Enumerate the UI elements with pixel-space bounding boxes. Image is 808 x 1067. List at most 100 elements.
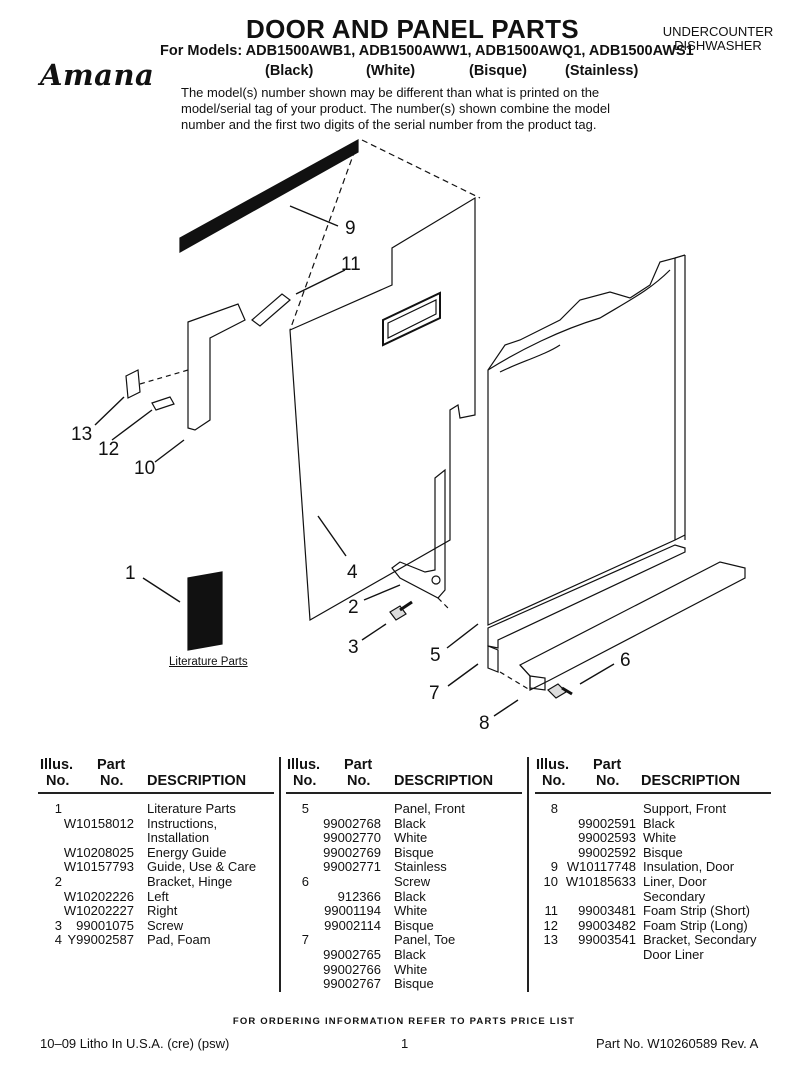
part-description: Left [147, 888, 169, 904]
category-line-1: UNDERCOUNTER [662, 24, 774, 39]
table-row: 5 Panel, Front [287, 801, 523, 817]
part-number: 99001194 [324, 903, 381, 919]
illus-number: 3 [54, 917, 62, 933]
illus-number: 2 [54, 874, 62, 889]
foam-strip-long-part [151, 396, 175, 411]
brand-logo: Amana [40, 58, 155, 92]
part-description: Liner, Door [643, 874, 707, 889]
illus-number: 1 [54, 801, 62, 816]
table-row: W10158012 Instructions, [40, 815, 276, 832]
part-description: Bracket, Hinge [147, 874, 233, 889]
callout-11: 11 [341, 254, 361, 275]
literature-parts-booklet [187, 571, 223, 651]
callout-10: 10 [134, 458, 156, 479]
illus-number: 11 [544, 903, 559, 919]
callout-6: 6 [620, 650, 631, 671]
door-insulation-part [179, 138, 359, 254]
callout-3: 3 [348, 637, 359, 658]
table-row: Door Liner [536, 947, 772, 963]
table-row: 99002769 Bisque [287, 844, 523, 861]
illus-number: 5 [301, 801, 309, 816]
toe-panel-part [487, 544, 686, 673]
part-number: W10185633 [565, 874, 636, 889]
part-description: White [394, 903, 428, 919]
illus-number: 12 [543, 917, 558, 933]
secondary-door-liner-part [289, 196, 476, 621]
callout-1: 1 [125, 563, 136, 584]
callout-9: 9 [345, 218, 356, 239]
callout-7: 7 [429, 683, 440, 704]
part-description: Black [394, 947, 426, 962]
part-number: 99002765 [323, 947, 381, 962]
part-number: 99002768 [323, 815, 381, 831]
illus-number: 6 [301, 874, 309, 889]
part-description: Bisque [643, 844, 683, 860]
table-rule-col2 [286, 792, 522, 794]
callout-5: 5 [430, 645, 441, 666]
illus-number: 8 [550, 801, 558, 816]
illus-number: 4 [54, 932, 62, 948]
table-row: 10 W10185633 Liner, Door [536, 874, 772, 890]
part-number: W10158012 [63, 815, 134, 831]
table-row: 99001194 White [287, 904, 523, 919]
secondary-bracket-part [125, 303, 246, 431]
illus-number: 7 [301, 932, 309, 948]
part-number: 99003541 [578, 932, 636, 948]
part-number: 99003481 [578, 903, 636, 919]
litho-info: 10–09 Litho In U.S.A. (cre) (psw) [40, 1036, 230, 1051]
part-description: Energy Guide [147, 844, 227, 860]
table-row: Secondary [536, 889, 772, 905]
intro-paragraph: The model(s) number shown may be differe… [181, 85, 610, 132]
toe-panel-screw-part [547, 683, 573, 699]
document-part-number: Part No. W10260589 Rev. A [596, 1036, 759, 1051]
part-description: Bracket, Secondary [643, 932, 757, 948]
part-description: Screw [147, 917, 184, 933]
table-divider-2 [527, 757, 529, 992]
part-description: Instructions, [147, 815, 218, 831]
part-description: White [643, 830, 677, 846]
illus-number: 10 [543, 874, 558, 889]
literature-parts-label: Literature Parts [169, 656, 248, 668]
part-description: Insulation, Door [643, 859, 735, 875]
part-number: 99002592 [578, 844, 636, 860]
part-number: 99002769 [323, 844, 381, 860]
part-number: 99002770 [323, 830, 381, 846]
front-panel-part [487, 254, 686, 626]
exploded-parts-diagram [94, 138, 746, 717]
part-number: 99002766 [323, 961, 381, 977]
part-number: 912366 [337, 888, 381, 904]
part-number: W10208025 [63, 844, 134, 860]
ordering-note: FOR ORDERING INFORMATION REFER TO PARTS … [232, 1016, 576, 1027]
table-rule-col1 [38, 792, 274, 794]
table-row: W10208025 Energy Guide [40, 844, 276, 861]
part-description: Pad, Foam [147, 932, 211, 948]
color-label-black: (Black) [265, 63, 314, 79]
callout-2: 2 [348, 597, 359, 618]
front-support-part [519, 561, 746, 691]
part-description: Bisque [394, 844, 434, 860]
part-number: 99003482 [578, 917, 636, 933]
category-line-2: DISHWASHER [674, 38, 762, 53]
hinge-bracket-part [391, 468, 446, 599]
part-description: Stainless [394, 859, 447, 875]
part-description: Panel, Front [394, 801, 465, 816]
table-row: 99002592 Bisque [536, 844, 772, 861]
product-category: UNDERCOUNTER DISHWASHER [660, 25, 776, 53]
